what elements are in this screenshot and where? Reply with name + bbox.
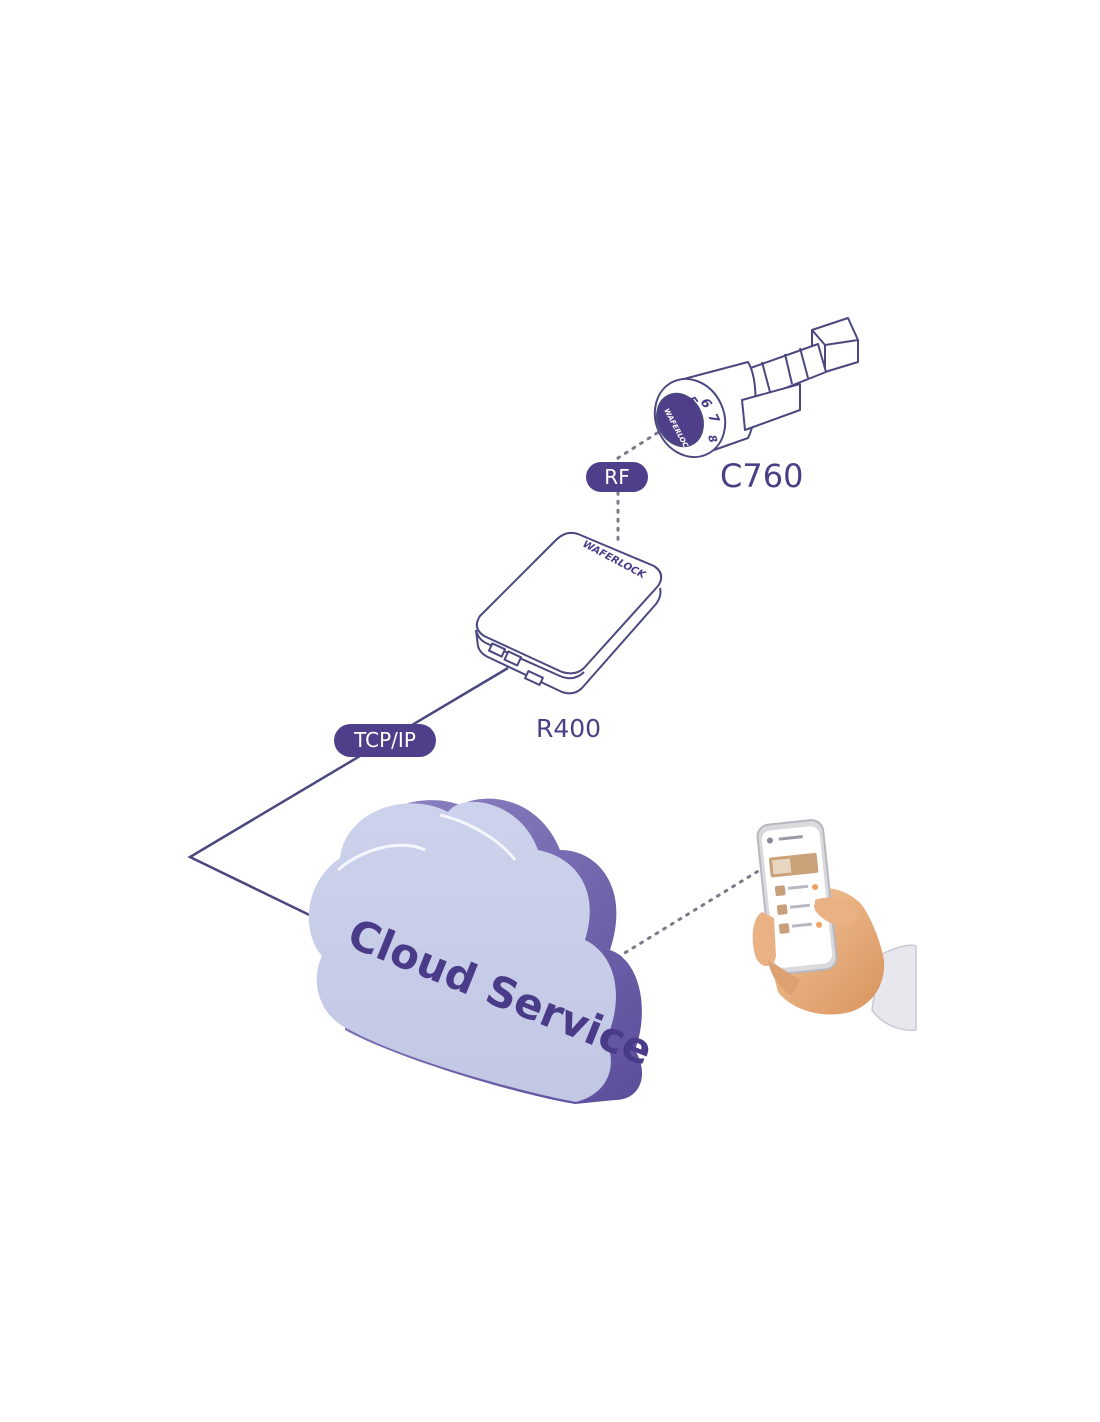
c760-lock <box>653 317 859 458</box>
r400-gateway <box>475 531 663 695</box>
tcpip-badge: TCP/IP <box>334 724 436 757</box>
smartphone-hand <box>752 819 917 1031</box>
tcpip-badge-label: TCP/IP <box>353 728 416 752</box>
cloud-service: Cloud Service <box>308 798 659 1104</box>
lock-digit: 8 <box>705 433 720 444</box>
rf-link-line <box>616 426 667 547</box>
cloud-phone-link-line <box>608 868 762 964</box>
rf-badge-label: RF <box>604 465 629 489</box>
r400-label: R400 <box>536 714 601 743</box>
rf-badge: RF <box>586 462 648 492</box>
c760-label: C760 <box>720 457 803 495</box>
